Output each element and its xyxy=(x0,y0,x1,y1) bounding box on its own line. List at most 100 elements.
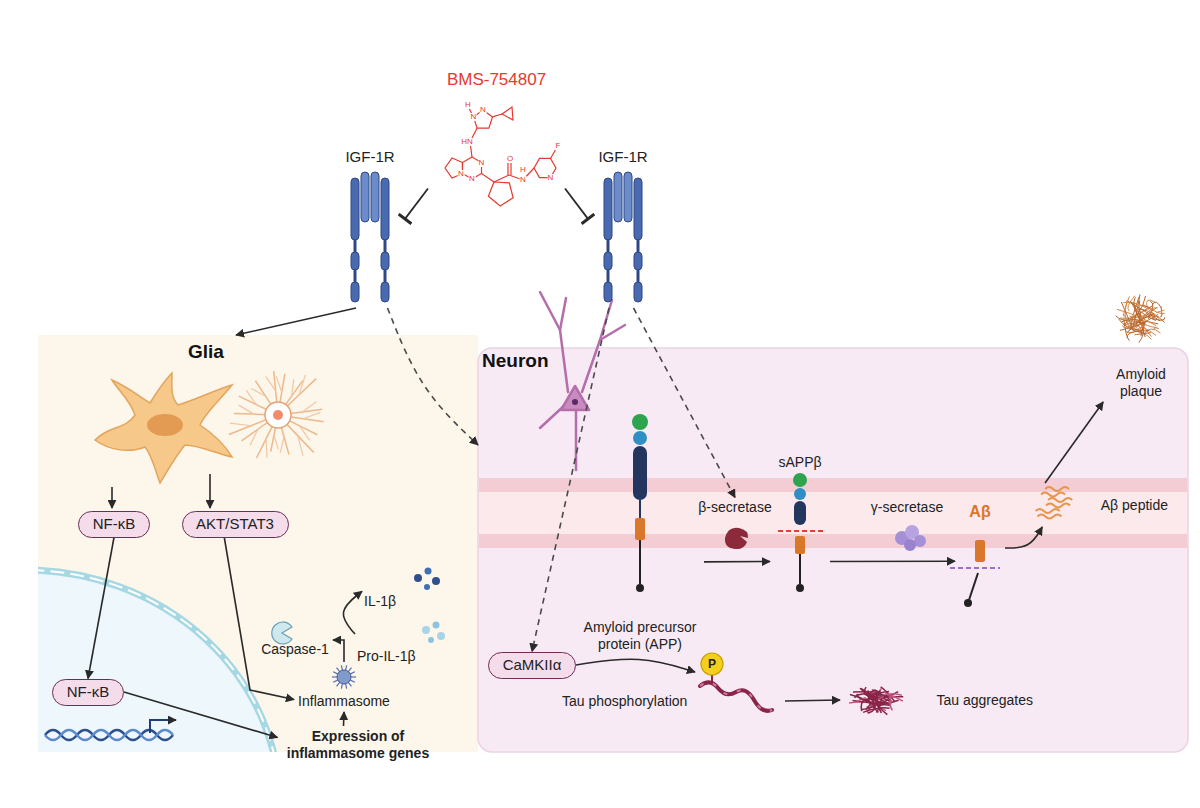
tau-aggregates-image xyxy=(849,687,903,715)
arrow xyxy=(704,561,770,563)
amyloid-plaque-image xyxy=(1116,294,1165,342)
drug-name: BMS-754807 xyxy=(447,70,546,90)
node-label: CaMKIIα xyxy=(503,656,562,674)
atom-label: O xyxy=(506,155,513,163)
glia-panel-ground xyxy=(38,335,478,752)
arrow xyxy=(88,538,114,679)
atom-label: N xyxy=(478,159,485,167)
neuron-panel: Neuron sAPPβ Aβ peptide β-secretase γ-secret… xyxy=(478,348,1188,752)
arrow xyxy=(343,591,362,634)
atom-label: N xyxy=(547,174,554,182)
arrow xyxy=(830,560,955,562)
phosphate-label: P xyxy=(707,658,716,670)
kinase-pill: CaMKIIα xyxy=(488,652,576,679)
atom-label: HN xyxy=(461,138,474,146)
arrow xyxy=(124,692,278,737)
node-label: Expression of inflammasome genes xyxy=(281,728,436,762)
tau-chain xyxy=(700,653,772,711)
atom-label: N xyxy=(480,106,487,114)
neuron-cell xyxy=(540,292,625,470)
atom-label: N xyxy=(469,175,476,183)
atom-label: F xyxy=(555,142,561,150)
node-label: γ-secretase xyxy=(871,499,943,516)
arrow xyxy=(1045,402,1103,483)
atom-label: N xyxy=(470,113,477,121)
beta-secretase-icon xyxy=(725,528,748,549)
inflammasome-icon xyxy=(332,665,356,688)
app-protein xyxy=(632,414,648,592)
pathway-pill: NF-κB xyxy=(52,679,124,706)
inflammasome-item: Inflammasome xyxy=(294,662,394,712)
abeta-peptides xyxy=(1036,487,1072,519)
enzyme-label: β-secretase xyxy=(696,498,774,517)
arrow xyxy=(785,700,840,701)
astrocyte-cell xyxy=(229,371,324,458)
drug-box: BMS-754807 xyxy=(428,68,565,205)
node-label: Amyloid precursor protein (APP) xyxy=(580,619,700,653)
dna-helix xyxy=(45,720,176,740)
pathway-pill: AKT/STAT3 xyxy=(182,511,289,538)
node-label: Caspase-1 xyxy=(261,641,329,658)
enzyme-label: γ-secretase xyxy=(869,498,946,517)
arrow xyxy=(236,308,356,335)
arrow xyxy=(576,659,695,672)
receptor: IGF-1R xyxy=(588,146,658,308)
arrow xyxy=(224,538,294,700)
node-label: Tau aggregates xyxy=(936,692,1033,709)
receptor-label: IGF-1R xyxy=(345,148,394,166)
arrow xyxy=(343,712,345,726)
plaque-item: Amyloid plaque xyxy=(1098,285,1184,402)
pathway-pill: NF-κB xyxy=(78,511,150,538)
neuron-panel-ground xyxy=(478,348,1188,752)
inhibition-line xyxy=(565,189,588,219)
receptor-label: IGF-1R xyxy=(598,148,647,166)
dashed-arrow xyxy=(634,308,736,498)
node-label: β-secretase xyxy=(698,499,771,516)
arrow xyxy=(333,640,344,662)
sappb-fragment xyxy=(778,473,824,592)
panel-heading: Glia xyxy=(188,341,224,364)
node-label: AKT/STAT3 xyxy=(196,515,274,533)
glia-panel: GliaNF-κB AKT/STAT3IL-1βCaspase-1 Pro-IL-1… xyxy=(38,335,478,752)
fragment-item: sAPPβ xyxy=(770,452,830,600)
aggregate-item: Tau aggregates xyxy=(840,675,1035,725)
inhibition-line xyxy=(405,189,428,219)
cytokine-item: IL-1β xyxy=(362,566,448,612)
node-label: Pro-IL-1β xyxy=(357,648,416,665)
node-label: NF-κB xyxy=(93,515,136,533)
nucleus xyxy=(38,570,280,752)
il1b-dots xyxy=(414,568,440,591)
gamma-secretase-icon xyxy=(895,525,926,551)
atom-label: H xyxy=(465,101,472,109)
caspase-icon xyxy=(272,622,292,644)
node-label: Amyloid plaque xyxy=(1106,366,1176,400)
node-label: Aβ peptide xyxy=(1101,497,1168,514)
enzyme-item: Caspase-1 xyxy=(257,620,333,660)
pro-il1b-dots xyxy=(422,622,445,644)
atom-label: N xyxy=(458,170,465,178)
node-label: Tau phosphorylation xyxy=(562,693,687,710)
cytokine-item: Pro-IL-1β xyxy=(355,620,450,667)
microglia-cell xyxy=(95,373,232,483)
arrow xyxy=(1005,527,1042,548)
node-label: sAPPβ xyxy=(778,454,821,471)
membrane xyxy=(479,478,1187,548)
receptor: IGF-1R xyxy=(335,146,405,308)
molecule-structure xyxy=(445,107,556,206)
text-node: Expression of inflammasome genes xyxy=(278,726,439,764)
atom-label: N xyxy=(520,176,527,184)
node-label: Inflammasome xyxy=(298,693,390,710)
receptor-symbols xyxy=(351,172,642,302)
dashed-arrow xyxy=(388,308,479,445)
glia-arrows xyxy=(112,474,210,508)
peptide-item: Aβ peptide xyxy=(1028,483,1170,527)
fragment-item: Aβ xyxy=(955,500,1005,620)
panel-heading: Neuron xyxy=(482,350,549,373)
protein-item: Amyloid precursor protein (APP) xyxy=(576,410,704,655)
node-label: Aβ xyxy=(969,502,990,521)
node-label: NF-κB xyxy=(67,683,110,701)
tau-item: Tau phosphorylation xyxy=(560,672,785,730)
node-label: IL-1β xyxy=(364,593,396,610)
